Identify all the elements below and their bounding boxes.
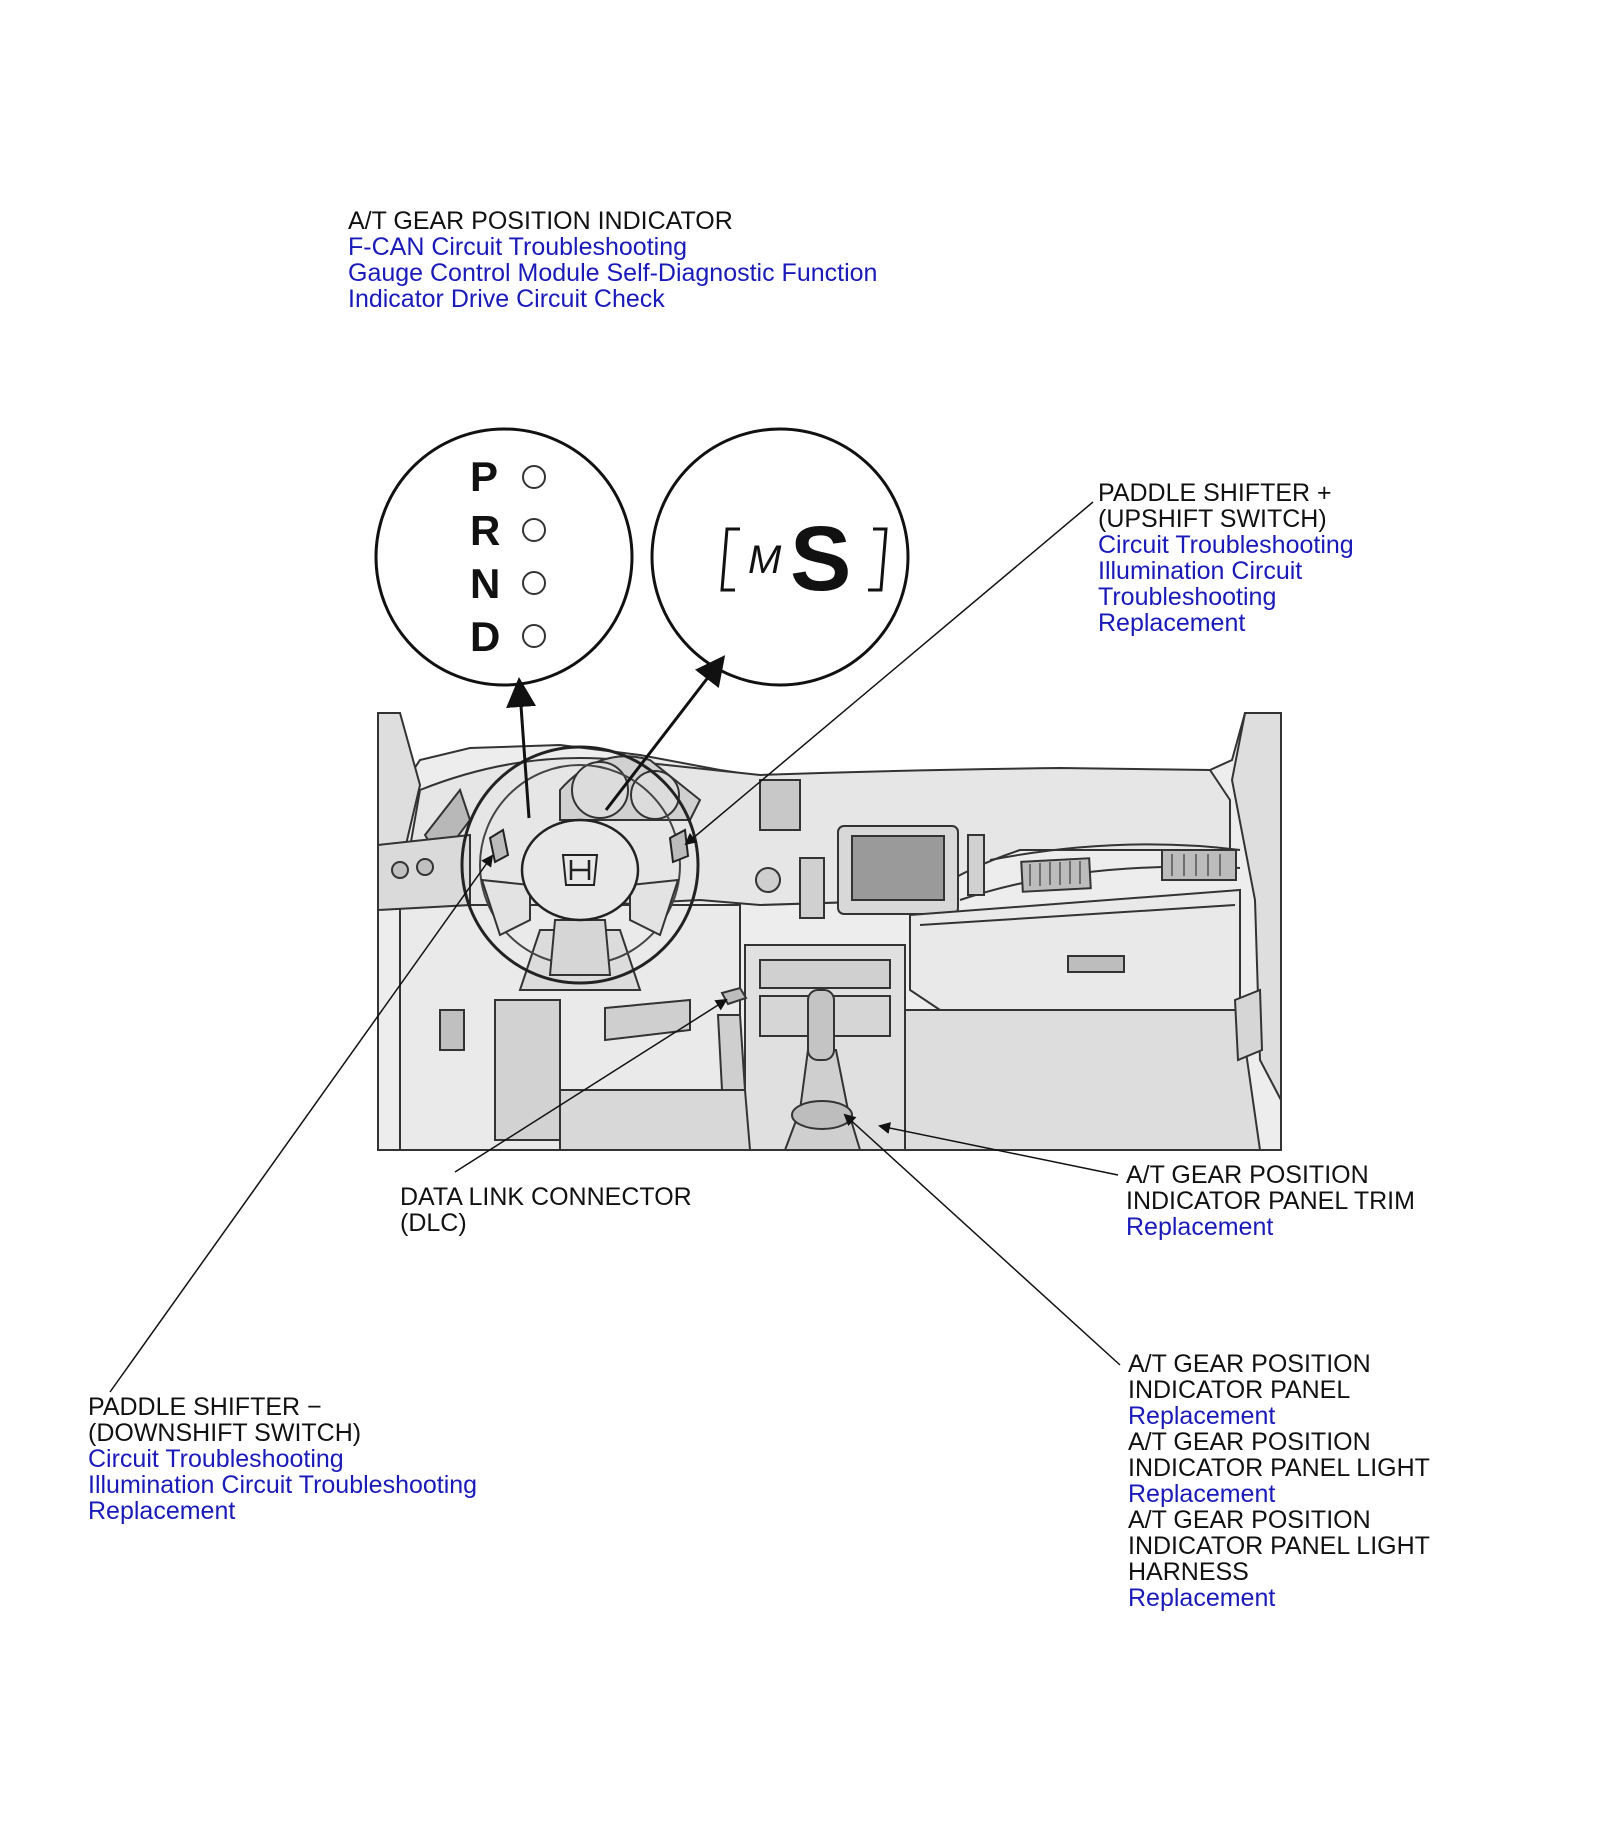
callout-subheading: INDICATOR PANEL TRIM bbox=[1126, 1187, 1415, 1215]
link-replacement[interactable]: Replacement bbox=[88, 1497, 236, 1525]
harness-heading-3: HARNESS bbox=[1128, 1558, 1249, 1586]
link-indicator-drive-circuit-check[interactable]: Indicator Drive Circuit Check bbox=[348, 285, 665, 313]
mode-letter: M bbox=[748, 538, 782, 582]
panel-light-heading-1: A/T GEAR POSITION bbox=[1128, 1428, 1371, 1456]
gear-letter-d: D bbox=[470, 613, 500, 660]
panel-heading-2: INDICATOR PANEL bbox=[1128, 1376, 1351, 1404]
link-circuit-troubleshooting[interactable]: Circuit Troubleshooting bbox=[1098, 531, 1354, 559]
panel-heading-1: A/T GEAR POSITION bbox=[1128, 1350, 1371, 1378]
gear-indicator-circle bbox=[374, 427, 634, 687]
link-illumination-troubleshooting[interactable]: Troubleshooting bbox=[1098, 583, 1277, 611]
gear-letter-r: R bbox=[470, 507, 500, 554]
callout-panel-trim: A/T GEAR POSITION INDICATOR PANEL TRIM R… bbox=[1126, 1162, 1415, 1240]
link-replacement[interactable]: Replacement bbox=[1098, 609, 1246, 637]
mode-display: M S bbox=[748, 508, 851, 610]
leader-lines bbox=[109, 501, 1121, 1393]
link-panel-replacement[interactable]: Replacement bbox=[1128, 1402, 1276, 1430]
gear-letter-n: N bbox=[470, 560, 500, 607]
gear-lamp-n bbox=[522, 571, 546, 595]
harness-heading-1: A/T GEAR POSITION bbox=[1128, 1506, 1371, 1534]
callout-subheading: (DOWNSHIFT SWITCH) bbox=[88, 1419, 362, 1447]
callout-heading: PADDLE SHIFTER − bbox=[88, 1393, 322, 1421]
link-gauge-self-diagnostic[interactable]: Gauge Control Module Self-Diagnostic Fun… bbox=[348, 259, 878, 287]
gear-lamp-r bbox=[522, 518, 546, 542]
callout-gear-indicator: A/T GEAR POSITION INDICATOR F-CAN Circui… bbox=[348, 208, 877, 312]
leader-panel bbox=[843, 1113, 1121, 1366]
dashboard-illustration bbox=[377, 712, 1282, 1151]
arrow-to-gear-circle bbox=[506, 677, 537, 819]
arrow-to-mode-circle bbox=[604, 655, 726, 811]
link-illumination-circuit[interactable]: Illumination Circuit bbox=[1098, 557, 1303, 585]
callout-heading: DATA LINK CONNECTOR bbox=[400, 1183, 692, 1211]
leader-paddle-down bbox=[109, 854, 494, 1393]
leader-dlc bbox=[454, 998, 728, 1173]
link-replacement[interactable]: Replacement bbox=[1126, 1213, 1274, 1241]
link-circuit-troubleshooting[interactable]: Circuit Troubleshooting bbox=[88, 1445, 344, 1473]
gear-letters: P R N D bbox=[470, 453, 546, 660]
leader-panel-trim bbox=[878, 1122, 1119, 1176]
callout-dlc: DATA LINK CONNECTOR (DLC) bbox=[400, 1184, 692, 1236]
harness-heading-2: INDICATOR PANEL LIGHT bbox=[1128, 1532, 1430, 1560]
leader-paddle-up bbox=[684, 501, 1094, 846]
callout-subheading: (DLC) bbox=[400, 1209, 467, 1237]
callout-subheading: (UPSHIFT SWITCH) bbox=[1098, 505, 1327, 533]
link-harness-replacement[interactable]: Replacement bbox=[1128, 1584, 1276, 1612]
callout-paddle-up: PADDLE SHIFTER + (UPSHIFT SWITCH) Circui… bbox=[1098, 480, 1354, 636]
gear-lamp-p bbox=[522, 465, 546, 489]
callout-paddle-down: PADDLE SHIFTER − (DOWNSHIFT SWITCH) Circ… bbox=[88, 1394, 477, 1524]
mode-digit: S bbox=[790, 508, 851, 610]
mode-indicator-circle bbox=[650, 427, 910, 687]
panel-light-heading-2: INDICATOR PANEL LIGHT bbox=[1128, 1454, 1430, 1482]
link-fcan-circuit-troubleshooting[interactable]: F-CAN Circuit Troubleshooting bbox=[348, 233, 688, 261]
callout-indicator-panel: A/T GEAR POSITION INDICATOR PANEL Replac… bbox=[1128, 1351, 1430, 1611]
callout-heading: A/T GEAR POSITION bbox=[1126, 1161, 1369, 1189]
callout-heading: PADDLE SHIFTER + bbox=[1098, 479, 1332, 507]
callout-heading: A/T GEAR POSITION INDICATOR bbox=[348, 207, 733, 235]
gear-lamp-d bbox=[522, 624, 546, 648]
link-panel-light-replacement[interactable]: Replacement bbox=[1128, 1480, 1276, 1508]
gear-letter-p: P bbox=[470, 453, 498, 500]
link-illumination-circuit-troubleshooting[interactable]: Illumination Circuit Troubleshooting bbox=[88, 1471, 478, 1499]
